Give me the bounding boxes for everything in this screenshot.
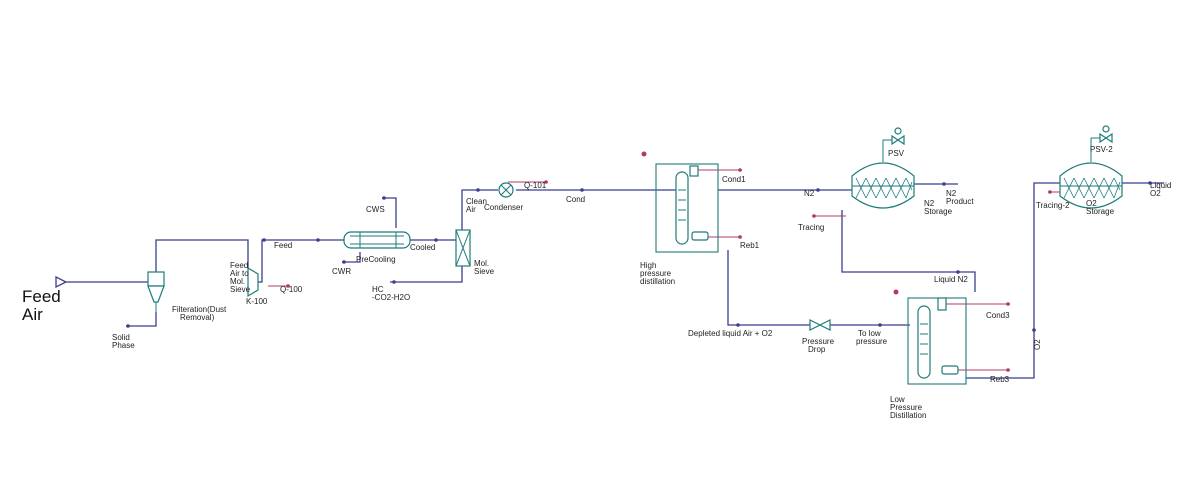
condenser-q101-icon[interactable] [498,182,514,198]
label-cwr: CWR [332,267,351,276]
stream-solid-phase[interactable] [126,312,157,327]
label-n2-storage-1: N2 [924,199,935,208]
label-n2-product-1: N2 [946,189,957,198]
compressor-k100-icon[interactable] [247,266,259,298]
label-feed-air-2: Air [22,305,43,324]
high-pressure-column-icon[interactable] [655,163,719,253]
label-n2-product-2: Product [946,197,974,206]
label-psv: PSV [888,149,905,158]
label-hp-1: High [640,261,656,270]
label-clean-2: Air [466,205,476,214]
label-to-low-2: pressure [856,337,888,346]
label-solid-1: Solid [112,333,130,342]
label-pressure-drop-2: Drop [808,345,826,354]
label-solid-2: Phase [112,341,135,350]
label-filtration-1: Filteration(Dust [172,305,227,314]
label-liquid-n2: Liquid N2 [934,275,968,284]
label-lp-3: Distillation [890,411,926,420]
label-reb3: Reb3 [990,375,1010,384]
label-condenser: Condenser [484,203,523,212]
label-n2-storage-2: Storage [924,207,953,216]
label-n2: N2 [804,189,815,198]
label-psv2: PSV-2 [1090,145,1113,154]
label-mol-sieve-1: Mol. [474,259,489,268]
label-cws: CWS [366,205,385,214]
label-hc-2: -CO2-H2O [372,293,410,302]
o2-storage-tank-icon[interactable] [1059,162,1123,209]
label-cond1: Cond1 [722,175,746,184]
stream-hc-co2-h2o[interactable] [390,266,463,283]
labels: Feed Air Filteration(Dust Removal) Solid… [22,145,1171,420]
filter-cyclone-icon[interactable] [147,271,165,312]
label-mol-sieve-2: Sieve [474,267,495,276]
low-pressure-column-icon[interactable] [907,297,967,385]
label-q101: Q-101 [524,181,547,190]
stream-liquid-n2[interactable] [841,210,976,292]
label-tracing2: Tracing-2 [1036,201,1070,210]
stream-feed-air-to-mol-sieve[interactable] [258,239,344,283]
label-q100: Q-100 [280,285,303,294]
stream-clean-air[interactable] [461,189,498,230]
feed-arrow-icon [55,275,68,289]
label-pressure-drop-1: Pressure [802,337,835,346]
heat-exchanger-precooling-icon[interactable] [343,231,411,249]
stream-depleted-liquid-air[interactable] [727,250,810,326]
label-liquid-o2-1: Liquid [1150,181,1171,190]
label-tracing: Tracing [798,223,824,232]
label-feed-air-to-1: Feed [230,261,248,270]
label-o2: O2 [1033,339,1042,350]
process-streams [62,182,1164,379]
psv-valve-icon[interactable] [882,127,905,162]
label-reb1: Reb1 [740,241,760,250]
label-hp-3: distillation [640,277,675,286]
label-hc-1: HC [372,285,384,294]
label-clean-1: Clean [466,197,487,206]
label-feed-stream: Feed [274,241,292,250]
label-cond: Cond [566,195,585,204]
stream-cws[interactable] [382,197,397,228]
label-liquid-o2-2: O2 [1150,189,1161,198]
label-o2-storage-2: Storage [1086,207,1115,216]
stream-cwr[interactable] [342,252,361,263]
label-depleted: Depleted liquid Air + O2 [688,329,773,338]
label-feed-air-to-3: Mol. [230,277,245,286]
mol-sieve-icon[interactable] [455,229,471,267]
label-lp-2: Pressure [890,403,923,412]
label-cooled: Cooled [410,243,435,252]
label-to-low-1: To low [858,329,881,338]
label-filtration-2: Removal) [180,313,215,322]
label-o2-storage-1: O2 [1086,199,1097,208]
n2-storage-tank-icon[interactable] [851,162,915,209]
label-lp-1: Low [890,395,905,404]
pressure-drop-valve-icon[interactable] [809,319,831,331]
label-feed-air-to-2: Air to [230,269,249,278]
stream-o2[interactable] [966,182,1060,379]
label-cond3: Cond3 [986,311,1010,320]
stream-markers [55,151,1152,372]
label-feed-air-1: Feed [22,287,61,306]
stream-feed[interactable] [155,239,249,272]
label-hp-2: pressure [640,269,672,278]
label-k100: K-100 [246,297,268,306]
psv2-valve-icon[interactable] [1090,125,1113,162]
label-feed-air-to-4: Sieve [230,285,251,294]
label-precooling: PreCooling [356,255,396,264]
